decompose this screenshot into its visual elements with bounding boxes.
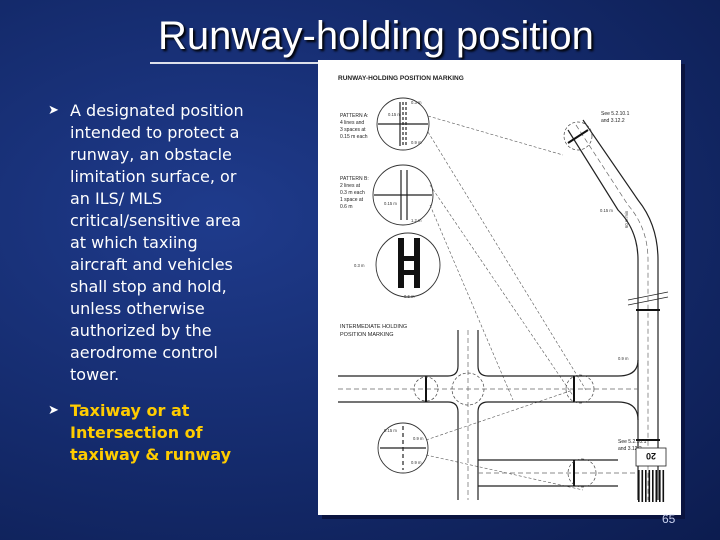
leader-lines [425,115,587,491]
holding-point-circles [413,121,597,488]
break-marks [627,291,669,306]
dim-c1: 0.3 m [354,263,365,268]
see-ref-bottom: See 5.2.10.1 and 3.12.2 [618,439,647,452]
marking-diagram: RUNWAY-HOLDING POSITION MARKING PATTERN … [338,75,669,502]
runway-end: 20 [635,447,667,502]
arrow-bullet-icon: ➤ [48,103,59,118]
detail-circles [372,97,441,474]
pattern-b-label: PATTERN B: 2 lines at 0.3 m each 1 space… [340,176,369,210]
bullet-list: ➤ A designated position intended to prot… [48,100,258,480]
arrow-bullet-icon: ➤ [48,403,59,418]
see-ref-bottom-2: and 3.12.2 [618,446,642,452]
bullet-item-location: ➤ Taxiway or at Intersection of taxiway … [48,400,258,466]
holding-position-figure: RUNWAY-HOLDING POSITION MARKING PATTERN … [318,60,681,515]
pattern-b-line-5: 0.6 m [340,204,353,210]
pattern-a-line-1: PATTERN A: [340,113,368,119]
dim-d3: 0.9 m [411,460,422,465]
pattern-a-line-2: 4 lines and [340,120,364,126]
see-ref-top-1: See 5.2.10.1 [601,111,630,117]
intermediate-label: INTERMEDIATE HOLDING POSITION MARKING [340,324,407,338]
intermediate-dashes [380,426,426,470]
bullet-text-definition: A designated position intended to protec… [70,101,244,384]
detail-circle-marking [375,232,441,298]
pattern-a-lines [378,102,428,146]
ladder-marking [398,238,420,288]
see-ref-top: See 5.2.10.1 and 3.12.2 [601,111,630,124]
dim-c2: 0.6 m [404,294,415,299]
see-ref-bottom-1: See 5.2.10.1 [618,439,647,445]
intermediate-line-1: INTERMEDIATE HOLDING [340,324,407,330]
dim-a3: 0.9 m [411,140,422,145]
dim-015m: 0.15 m [600,208,613,213]
bullet-text-location: Taxiway or at Intersection of taxiway & … [70,401,232,464]
dim-a1: 0.15 m [388,112,401,117]
dim-60m: 60 m min [624,210,629,228]
dimension-labels: 0.15 m 0.3 m 0.9 m 0.15 m 1.2 m 0.3 m 0.… [354,100,629,465]
dim-d1: 0.15 m [384,428,397,433]
pattern-b-line-4: 1 space at [340,197,364,203]
detail-circle-pattern-b [372,164,434,226]
taxiway-edges [338,119,659,500]
pattern-a-line-4: 0.15 m each [340,134,368,140]
see-ref-top-2: and 3.12.2 [601,118,625,124]
pattern-b-line-3: 0.3 m each [340,190,365,196]
detail-circle-intermediate [377,422,429,474]
dim-09m: 0.9 m [618,356,629,361]
holding-lines [425,129,660,486]
detail-circle-pattern-a [376,97,430,151]
pattern-b-lines [374,170,432,220]
dim-d2: 0.9 m [413,436,424,441]
centerlines [338,124,649,500]
page-number: 65 [662,512,676,526]
slide-title: Runway-holding position [158,14,594,58]
bullet-item-definition: ➤ A designated position intended to prot… [48,100,258,386]
pattern-a-label: PATTERN A: 4 lines and 3 spaces at 0.15 … [340,113,368,140]
dim-b1: 0.15 m [384,201,397,206]
runway-number: 20 [646,451,656,461]
intermediate-line-2: POSITION MARKING [340,332,393,338]
dim-b2: 1.2 m [411,218,422,223]
pattern-b-line-2: 2 lines at [340,183,361,189]
threshold-bars [638,470,665,502]
figure-heading: RUNWAY-HOLDING POSITION MARKING [338,75,464,82]
pattern-a-line-3: 3 spaces at [340,127,366,133]
dim-a2: 0.3 m [411,100,422,105]
pattern-b-line-1: PATTERN B: [340,176,369,182]
